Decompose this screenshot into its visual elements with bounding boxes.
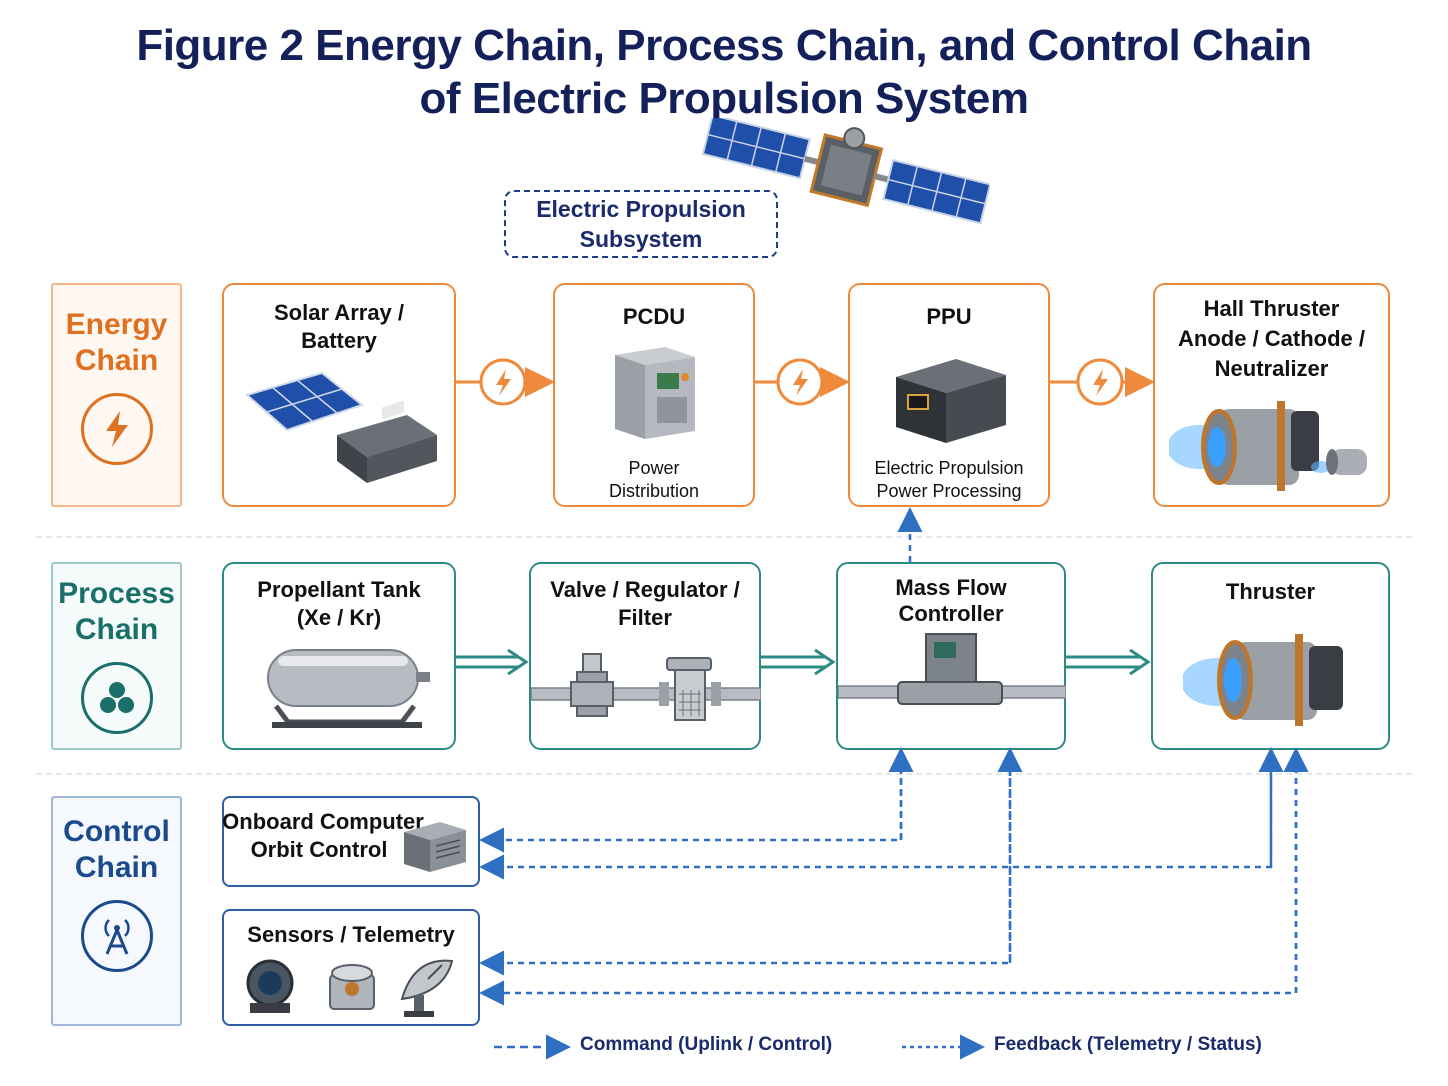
energy-flow-arrow — [456, 358, 555, 406]
node-title: Neutralizer — [1214, 356, 1329, 381]
propellant-tank-node: Propellant Tank (Xe / Kr) — [222, 562, 456, 750]
row-divider — [36, 773, 1412, 775]
process-chain-label-line2: Chain — [74, 613, 159, 646]
node-title: Valve / Regulator / — [550, 577, 740, 602]
solar-panel-battery-icon — [244, 371, 437, 483]
node-subtitle: Power — [628, 458, 680, 478]
node-title: (Xe / Kr) — [296, 605, 382, 630]
figure-title-line2: of Electric Propulsion System — [419, 74, 1030, 123]
node-title: Orbit Control — [250, 837, 388, 862]
computer-unit-icon — [404, 822, 466, 872]
antenna-icon — [80, 900, 153, 972]
energy-chain-label: Energy Chain — [51, 283, 182, 507]
process-flow-arrow — [1066, 648, 1151, 676]
subsystem-label-line2: Subsystem — [579, 226, 703, 252]
node-title: Hall Thruster — [1203, 296, 1340, 321]
legend-feedback: Feedback (Telemetry / Status) — [994, 1034, 1262, 1056]
node-title: PCDU — [622, 304, 686, 329]
legend-command-label: Command (Uplink / Control) — [580, 1034, 833, 1055]
process-chain-label: Process Chain — [51, 562, 182, 750]
node-title: Onboard Computer — [222, 809, 424, 834]
feedback-line — [479, 756, 1273, 880]
process-flow-arrow — [761, 648, 836, 676]
process-chain-label-line1: Process — [58, 577, 175, 610]
node-subtitle: Distribution — [608, 481, 700, 501]
valve-filter-icon — [531, 653, 761, 721]
sensors-antenna-icon — [246, 959, 454, 1017]
node-title: PPU — [926, 304, 972, 329]
node-subtitle: Power Processing — [876, 481, 1022, 501]
onboard-computer-node: Onboard Computer Orbit Control — [222, 796, 480, 887]
node-title: Mass Flow — [895, 575, 1007, 600]
node-title: Propellant Tank — [257, 577, 421, 602]
solar-array-battery-node: Solar Array / Battery — [222, 283, 456, 507]
molecule-icon — [80, 662, 153, 734]
hall-thruster-node: Hall Thruster Anode / Cathode / Neutrali… — [1153, 283, 1390, 507]
control-chain-label-line2: Chain — [74, 851, 159, 884]
feedback-line — [479, 756, 1298, 1006]
sensors-telemetry-node: Sensors / Telemetry — [222, 909, 480, 1026]
figure-title-line1: Figure 2 Energy Chain, Process Chain, an… — [136, 21, 1312, 70]
node-title: Controller — [898, 601, 1004, 626]
row-divider — [36, 536, 1412, 538]
node-subtitle: Electric Propulsion — [874, 458, 1024, 478]
energy-flow-arrow — [755, 358, 850, 406]
mass-flow-controller-node: Mass Flow Controller — [836, 562, 1066, 750]
energy-chain-label-line2: Chain — [74, 344, 159, 377]
process-flow-arrow — [456, 648, 529, 676]
subsystem-label-line1: Electric Propulsion — [536, 196, 746, 222]
satellite-icon — [701, 118, 990, 225]
control-chain-label: Control Chain — [51, 796, 182, 1026]
subsystem-label: Electric Propulsion Subsystem — [504, 190, 778, 258]
pcdu-node: PCDU Power Distribution — [553, 283, 755, 507]
pcdu-cabinet-icon — [615, 347, 695, 439]
lightning-icon — [80, 393, 153, 465]
thruster-node: Thruster — [1151, 562, 1390, 750]
feedback-line — [479, 756, 1012, 976]
legend-feedback-label: Feedback (Telemetry / Status) — [994, 1034, 1262, 1055]
ppu-box-icon — [896, 359, 1006, 443]
node-title: Thruster — [1225, 579, 1316, 604]
control-chain-label-line1: Control — [63, 815, 170, 848]
legend-command: Command (Uplink / Control) — [580, 1034, 832, 1056]
node-title: Anode / Cathode / — [1178, 326, 1365, 351]
thruster-icon — [1183, 634, 1343, 726]
ppu-node: PPU Electric Propulsion Power Processing — [848, 283, 1050, 507]
energy-chain-label-line1: Energy — [65, 308, 168, 341]
propellant-tank-icon — [267, 649, 430, 728]
energy-flow-arrow — [1050, 358, 1155, 406]
node-title: Battery — [301, 328, 377, 353]
command-line — [479, 756, 903, 853]
node-title: Solar Array / — [273, 300, 405, 325]
hall-thruster-icon — [1169, 401, 1367, 491]
node-title: Filter — [618, 605, 672, 630]
mass-flow-controller-icon — [838, 633, 1066, 705]
valve-regulator-filter-node: Valve / Regulator / Filter — [529, 562, 761, 750]
node-title: Sensors / Telemetry — [247, 922, 455, 947]
